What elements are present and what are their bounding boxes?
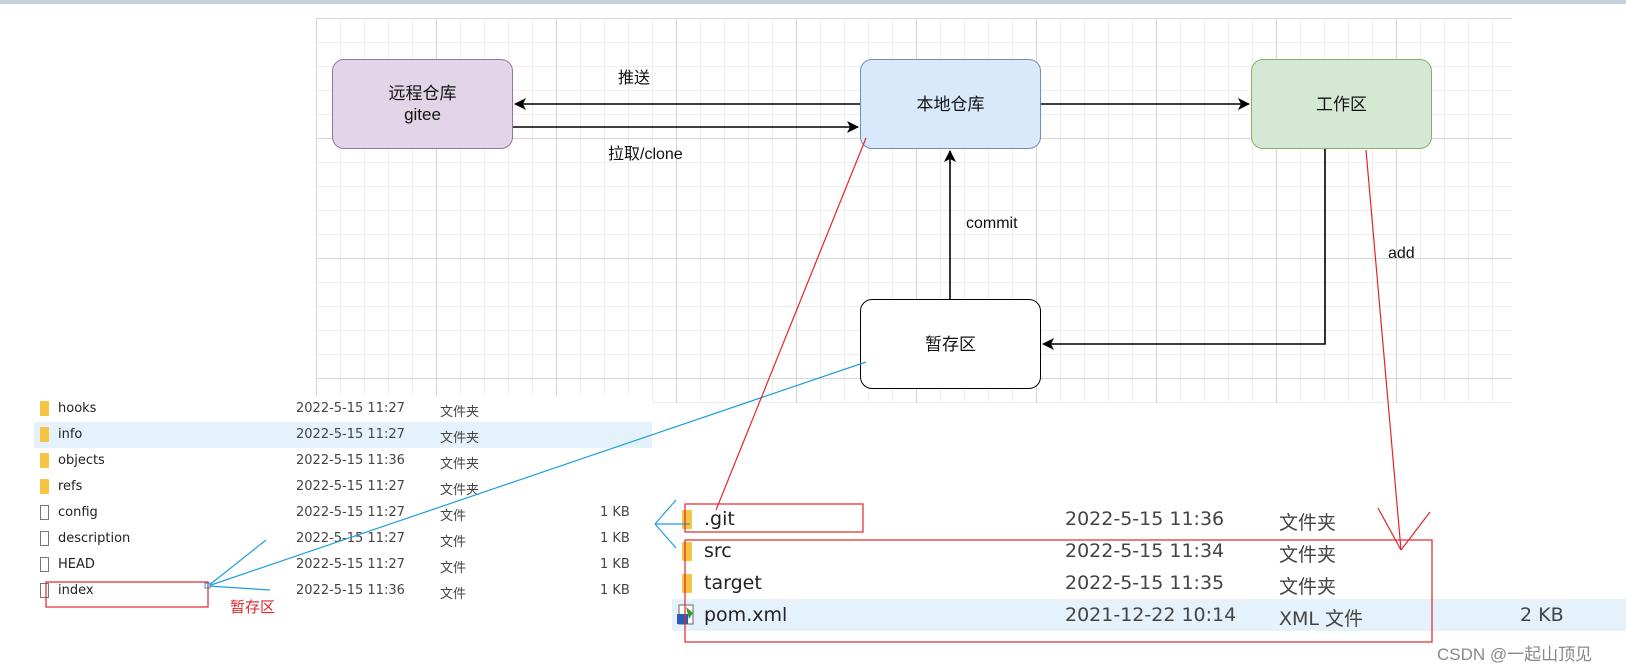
file-type: 文件夹 (440, 457, 480, 472)
file-type: 文件夹 (440, 405, 480, 420)
add-arrow (1042, 149, 1326, 350)
blue-bracket-bottom (654, 523, 677, 549)
file-type: 文件夹 (440, 431, 480, 446)
folder-icon (40, 479, 49, 494)
project-file-row[interactable]: pom.xml 2021-12-22 10:14 XML 文件 2 KB (672, 599, 1626, 631)
git-file-row[interactable]: hooks 2022-5-15 11:27 文件夹 (34, 396, 652, 422)
push-label: 推送 (618, 70, 651, 87)
file-name: info (58, 427, 83, 442)
file-type: XML 文件 (1279, 608, 1364, 630)
folder-icon (682, 542, 692, 561)
file-type: 文件 (440, 587, 467, 602)
workspace-node: 工作区 (1251, 59, 1432, 149)
xml-file-icon (677, 604, 694, 625)
project-file-row[interactable]: src 2022-5-15 11:34 文件夹 (672, 535, 1626, 567)
file-name: config (58, 505, 98, 520)
file-icon (40, 557, 49, 572)
file-type: 文件夹 (1279, 576, 1337, 598)
workspace-label: 工作区 (1316, 94, 1367, 114)
git-file-row[interactable]: config 2022-5-15 11:27 文件 1 KB (34, 500, 652, 526)
project-file-row[interactable]: .git 2022-5-15 11:36 文件夹 (672, 503, 1626, 535)
file-type: 文件夹 (1279, 512, 1337, 534)
index-highlight-box (45, 581, 209, 608)
staging-node: 暂存区 (860, 299, 1041, 389)
folder-icon (40, 427, 49, 442)
file-size: 2 KB (1520, 604, 1564, 626)
remote-repo-node: 远程仓库 gitee (332, 59, 513, 149)
file-date: 2022-5-15 11:27 (296, 401, 405, 416)
file-type: 文件 (440, 509, 467, 524)
file-type: 文件夹 (1279, 544, 1337, 566)
file-size: 1 KB (600, 583, 630, 598)
file-date: 2022-5-15 11:36 (296, 583, 405, 598)
top-border (0, 0, 1626, 4)
folder-icon (40, 401, 49, 416)
file-date: 2022-5-15 11:36 (296, 453, 405, 468)
git-file-row[interactable]: info 2022-5-15 11:27 文件夹 (34, 422, 652, 448)
pull-label: 拉取/clone (608, 146, 683, 163)
file-date: 2022-5-15 11:34 (1065, 540, 1225, 562)
file-icon (40, 583, 49, 598)
git-file-row[interactable]: refs 2022-5-15 11:27 文件夹 (34, 474, 652, 500)
git-file-row[interactable]: HEAD 2022-5-15 11:27 文件 1 KB (34, 552, 652, 578)
project-files-highlight-box (684, 539, 1433, 643)
blue-bracket-top (654, 499, 677, 525)
file-icon (40, 505, 49, 520)
commit-label: commit (966, 215, 1018, 232)
file-date: 2022-5-15 11:27 (296, 557, 405, 572)
file-name: .git (704, 508, 735, 530)
folder-icon (682, 510, 692, 529)
file-type: 文件 (440, 535, 467, 550)
file-date: 2022-5-15 11:27 (296, 505, 405, 520)
file-name: objects (58, 453, 105, 468)
blue-pointer-tick-2 (207, 585, 271, 591)
remote-repo-label: 远程仓库 (388, 84, 457, 103)
file-date: 2022-5-15 11:36 (1065, 508, 1225, 530)
file-name: hooks (58, 401, 97, 416)
file-icon (40, 531, 49, 546)
file-name: HEAD (58, 557, 95, 572)
csdn-watermark: CSDN @一起山顶见 (1437, 645, 1593, 664)
remote-repo-sublabel: gitee (404, 105, 441, 124)
file-date: 2022-5-15 11:27 (296, 427, 405, 442)
add-label: add (1388, 245, 1415, 262)
file-type: 文件 (440, 561, 467, 576)
file-size: 1 KB (600, 557, 630, 572)
file-date: 2021-12-22 10:14 (1065, 604, 1237, 626)
red-pointer-git (715, 137, 867, 511)
red-arrowhead-right (1400, 511, 1431, 551)
blue-pointer-tick-1 (207, 539, 267, 587)
file-name: target (704, 572, 762, 594)
file-name: refs (58, 479, 83, 494)
staging-annotation-text: 暂存区 (230, 598, 276, 616)
file-date: 2022-5-15 11:27 (296, 531, 405, 546)
git-file-row[interactable]: description 2022-5-15 11:27 文件 1 KB (34, 526, 652, 552)
git-highlight-box (684, 503, 864, 533)
local-repo-node: 本地仓库 (860, 59, 1041, 149)
red-arrowhead-left (1377, 507, 1402, 551)
file-name: index (58, 583, 94, 598)
folder-icon (40, 453, 49, 468)
git-file-row[interactable]: objects 2022-5-15 11:36 文件夹 (34, 448, 652, 474)
staging-label: 暂存区 (925, 334, 976, 354)
git-file-row[interactable]: index 2022-5-15 11:36 文件 1 KB (34, 578, 652, 604)
blue-pointer-line (207, 361, 867, 587)
file-name: pom.xml (704, 604, 788, 626)
file-name: description (58, 531, 131, 546)
folder-icon (682, 574, 692, 593)
file-type: 文件夹 (440, 483, 480, 498)
file-name: src (704, 540, 732, 562)
project-file-row[interactable]: target 2022-5-15 11:35 文件夹 (672, 567, 1626, 599)
red-pointer-workspace (1365, 149, 1402, 551)
file-size: 1 KB (600, 531, 630, 546)
file-date: 2022-5-15 11:27 (296, 479, 405, 494)
file-size: 1 KB (600, 505, 630, 520)
file-date: 2022-5-15 11:35 (1065, 572, 1225, 594)
local-repo-label: 本地仓库 (916, 94, 985, 114)
